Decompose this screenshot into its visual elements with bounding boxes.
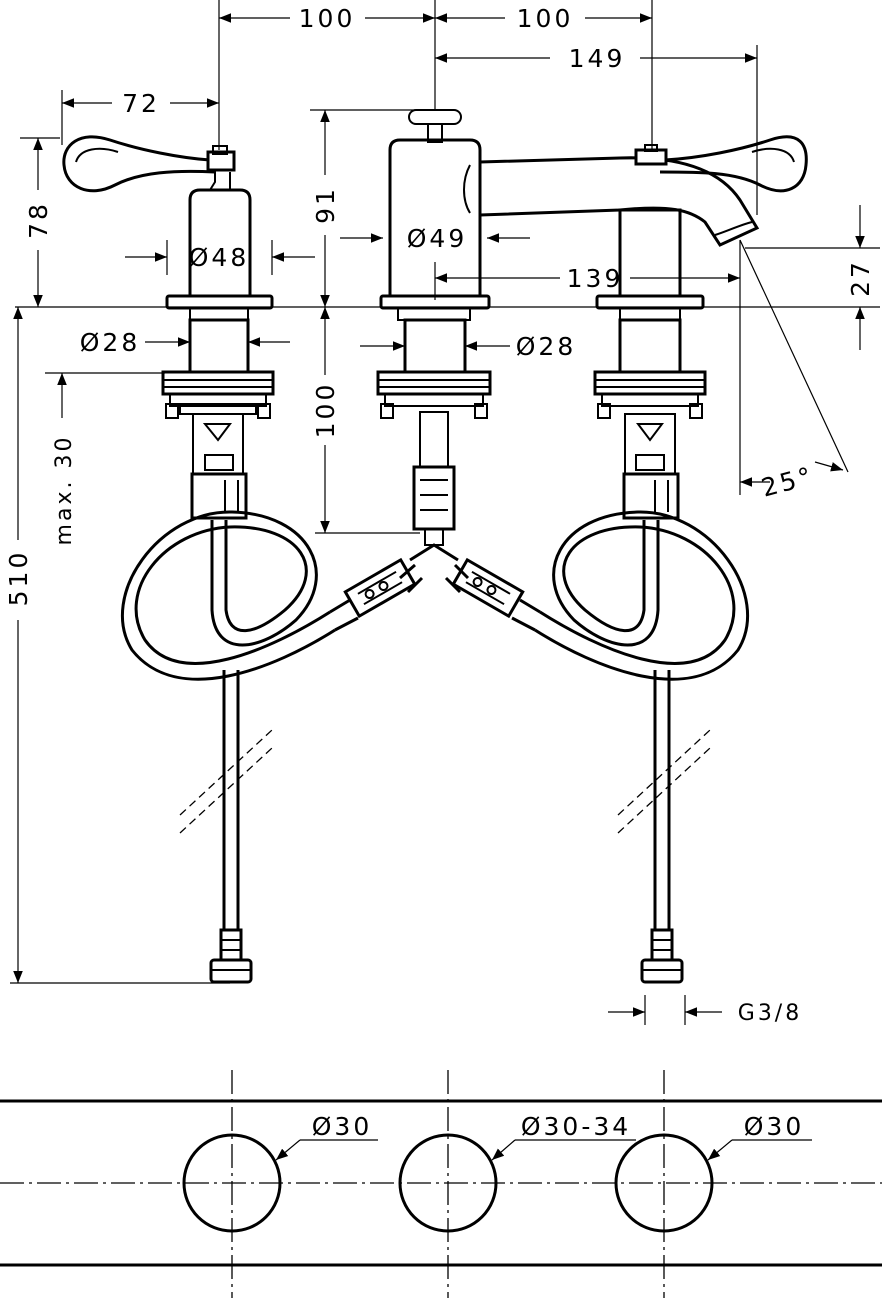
dim-139: 139: [567, 264, 624, 293]
dim-max-30: max. 30: [52, 435, 77, 546]
hoses: [120, 510, 750, 984]
dimension-labels: 100 100 149 72 78 91 Ø48 Ø49 139 27 Ø28 …: [4, 4, 875, 1026]
dim-diameter-28-left: Ø28: [80, 328, 141, 357]
dim-g3-8: G3/8: [738, 1001, 802, 1026]
dim-100-right: 100: [517, 4, 574, 33]
dim-510: 510: [4, 550, 33, 607]
hole-right-label: Ø30: [744, 1112, 805, 1141]
dimension-lines: [10, 0, 880, 1025]
hole-middle: [398, 1133, 498, 1233]
hole-left-label: Ø30: [312, 1112, 373, 1141]
dim-diameter-28-right: Ø28: [516, 332, 577, 361]
dim-91: 91: [311, 186, 340, 224]
dim-diameter-48: Ø48: [189, 243, 250, 272]
hole-right: [614, 1133, 714, 1233]
center-spout: [376, 109, 760, 562]
dim-27: 27: [846, 259, 875, 297]
mounting-hole-layout: Ø30 Ø30-34 Ø30: [0, 1070, 882, 1298]
dim-100-left: 100: [299, 4, 356, 33]
dim-78: 78: [24, 201, 53, 239]
hole-left: [182, 1133, 282, 1233]
hole-middle-label: Ø30-34: [521, 1112, 631, 1141]
right-valve: [593, 135, 808, 520]
dim-25-degrees: 25°: [758, 461, 817, 503]
dim-diameter-49: Ø49: [407, 224, 468, 253]
dim-149: 149: [569, 44, 626, 73]
dim-100-vertical: 100: [311, 382, 340, 439]
dim-72: 72: [122, 89, 160, 118]
left-valve: [62, 135, 275, 520]
